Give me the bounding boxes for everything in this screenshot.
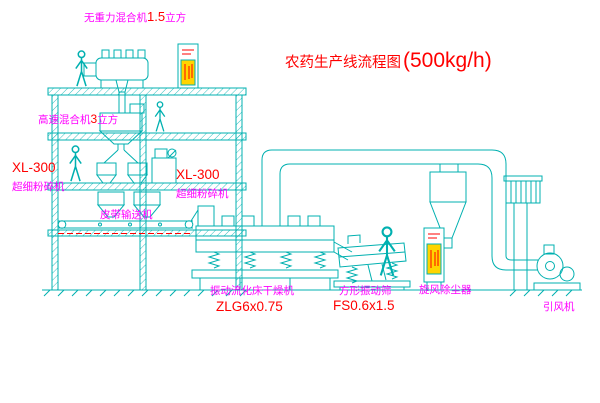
cyclone-separator: [429, 171, 467, 249]
exhaust-stack: [503, 175, 543, 290]
fluid-bed-dryer: [191, 205, 353, 290]
control-cabinet-top: [177, 43, 199, 89]
induced-draft-fan: [533, 244, 581, 291]
label-crusher-mid-model: XL-300: [176, 167, 220, 182]
cabinet-markings: [428, 233, 440, 268]
high-speed-mixer: [96, 103, 148, 184]
label-crusher-mid-name: 超细粉碎机: [176, 187, 229, 200]
person-figure: [75, 50, 88, 87]
label-belt-conveyor: 皮带输送机: [100, 208, 153, 221]
cabinet-markings: [182, 49, 194, 80]
label-gravity-mixer: 无重力混合机1.5立方: [84, 9, 186, 24]
person-figure: [154, 101, 166, 133]
ultrafine-pulverizer: [151, 148, 177, 184]
gravity-free-mixer: [83, 49, 149, 113]
label-screen-model: FS0.6x1.5: [333, 298, 395, 313]
label-dryer-model: ZLG6x0.75: [216, 299, 283, 314]
label-fan: 引风机: [543, 300, 575, 313]
vibrating-screen: [333, 234, 411, 290]
label-screen-name: 方形振动筛: [339, 284, 392, 297]
ground-hatch: [43, 289, 573, 297]
control-cabinet-right: [423, 227, 445, 290]
label-high-speed-mixer: 高速混合机3立方: [38, 112, 118, 126]
label-crusher-left-name: 超细粉碎机: [12, 180, 65, 193]
person-figure: [69, 145, 82, 182]
belt-conveyor: [57, 209, 199, 234]
label-dryer-name: 振动流化床干燥机: [210, 284, 294, 297]
exhaust-duct: [261, 149, 538, 271]
storage-hoppers: [96, 191, 162, 218]
label-cyclone: 旋风除尘器: [419, 283, 472, 296]
label-crusher-left-model: XL-300: [12, 160, 56, 175]
page-title: 农药生产线流程图(500kg/h): [285, 49, 492, 72]
